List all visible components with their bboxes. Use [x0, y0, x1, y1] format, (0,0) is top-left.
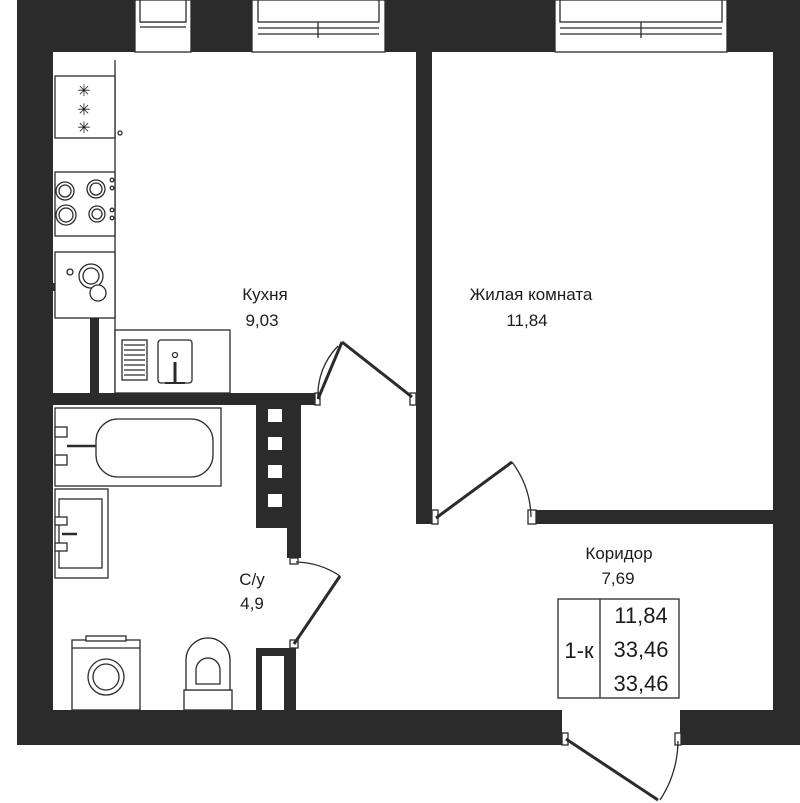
total-area-value-2: 33,46 [613, 671, 668, 696]
washbasin [54, 488, 109, 579]
corridor-name: Коридор [585, 544, 652, 563]
window-living [554, 0, 728, 53]
outer-walls [17, 0, 800, 745]
doors [289, 340, 682, 802]
stove [54, 171, 116, 237]
spec-box: 1-к 11,84 33,46 33,46 [557, 598, 680, 699]
living-door [431, 460, 537, 525]
kitchen-name: Кухня [242, 285, 288, 304]
interior-walls [53, 52, 773, 710]
washing-machine-bathroom [71, 635, 141, 711]
room-labels: Кухня 9,03 Жилая комната 11,84 Коридор 7… [239, 285, 652, 613]
living-area-value: 11,84 [614, 603, 667, 628]
svg-text:✳: ✳ [77, 102, 90, 119]
toilet [183, 637, 233, 711]
window-kitchen [134, 0, 192, 53]
kitchen-fixtures: ✳ ✳ ✳ [54, 60, 231, 394]
kitchen-area: 9,03 [245, 311, 278, 330]
kitchen-sink [114, 329, 231, 394]
total-area-value: 33,46 [613, 637, 668, 662]
living-room-area: 11,84 [506, 311, 547, 330]
bathtub [54, 407, 222, 487]
bathroom-door [289, 557, 342, 649]
living-room-name: Жилая комната [470, 285, 593, 304]
bathroom-name: С/у [239, 570, 265, 589]
bathroom-fixtures [54, 407, 233, 711]
entrance-door [561, 732, 682, 802]
svg-text:✳: ✳ [77, 83, 90, 100]
washing-machine-kitchen [54, 251, 116, 319]
window-kitchen-2 [251, 0, 386, 53]
apartment-type: 1-к [564, 638, 594, 663]
kitchen-door [314, 340, 417, 406]
corridor-area: 7,69 [601, 569, 634, 588]
bathroom-area: 4,9 [240, 594, 264, 613]
svg-text:✳: ✳ [77, 120, 90, 137]
windows [134, 0, 728, 53]
vent-shaft [262, 409, 284, 710]
